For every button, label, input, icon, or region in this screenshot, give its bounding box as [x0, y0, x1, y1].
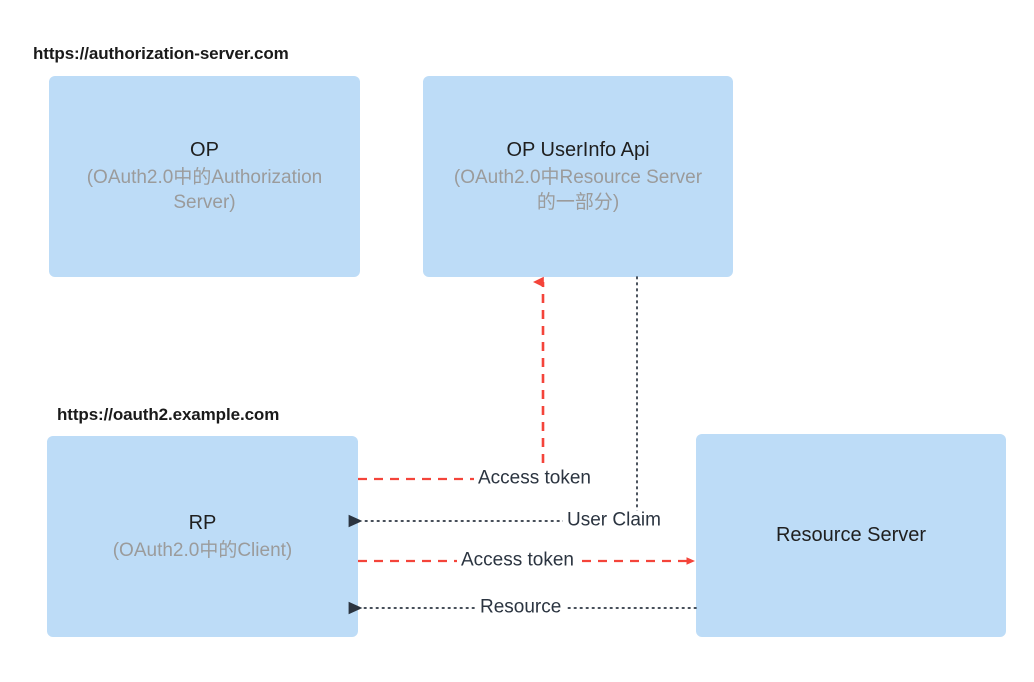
edge-userinfo-to-rp [348, 276, 638, 528]
node-op-title: OP [190, 139, 219, 162]
node-op[interactable]: OP (OAuth2.0中的Authorization Server) [49, 76, 360, 277]
edge-rp-to-userinfo [358, 276, 545, 481]
edge-label-rp-to-userinfo: Access token [474, 468, 595, 490]
node-rp-subtitle: (OAuth2.0中的Client) [112, 539, 293, 561]
zone-title-rp-domain: https://oauth2.example.com [57, 405, 280, 424]
edge-label-userinfo-to-rp: User Claim [563, 510, 665, 532]
node-op-subtitle: (OAuth2.0中的Authorization Server) [86, 167, 323, 213]
node-resource-server-title: Resource Server [775, 524, 927, 546]
node-op-userinfo-api-subtitle: (OAuth2.0中Resource Server的一部分) [453, 167, 703, 213]
node-resource-server[interactable]: Resource Server [696, 434, 1006, 637]
zone-title-authorization-server: https://authorization-server.com [33, 44, 289, 63]
node-rp[interactable]: RP (OAuth2.0中的Client) [47, 436, 358, 637]
edge-label-resource-to-rp: Resource [476, 597, 566, 619]
edge-label-rp-to-resource: Access token [457, 550, 578, 572]
node-op-userinfo-api-title: OP UserInfo Api [506, 139, 650, 162]
node-op-userinfo-api[interactable]: OP UserInfo Api (OAuth2.0中Resource Serve… [423, 76, 733, 277]
node-rp-title: RP [188, 511, 217, 534]
